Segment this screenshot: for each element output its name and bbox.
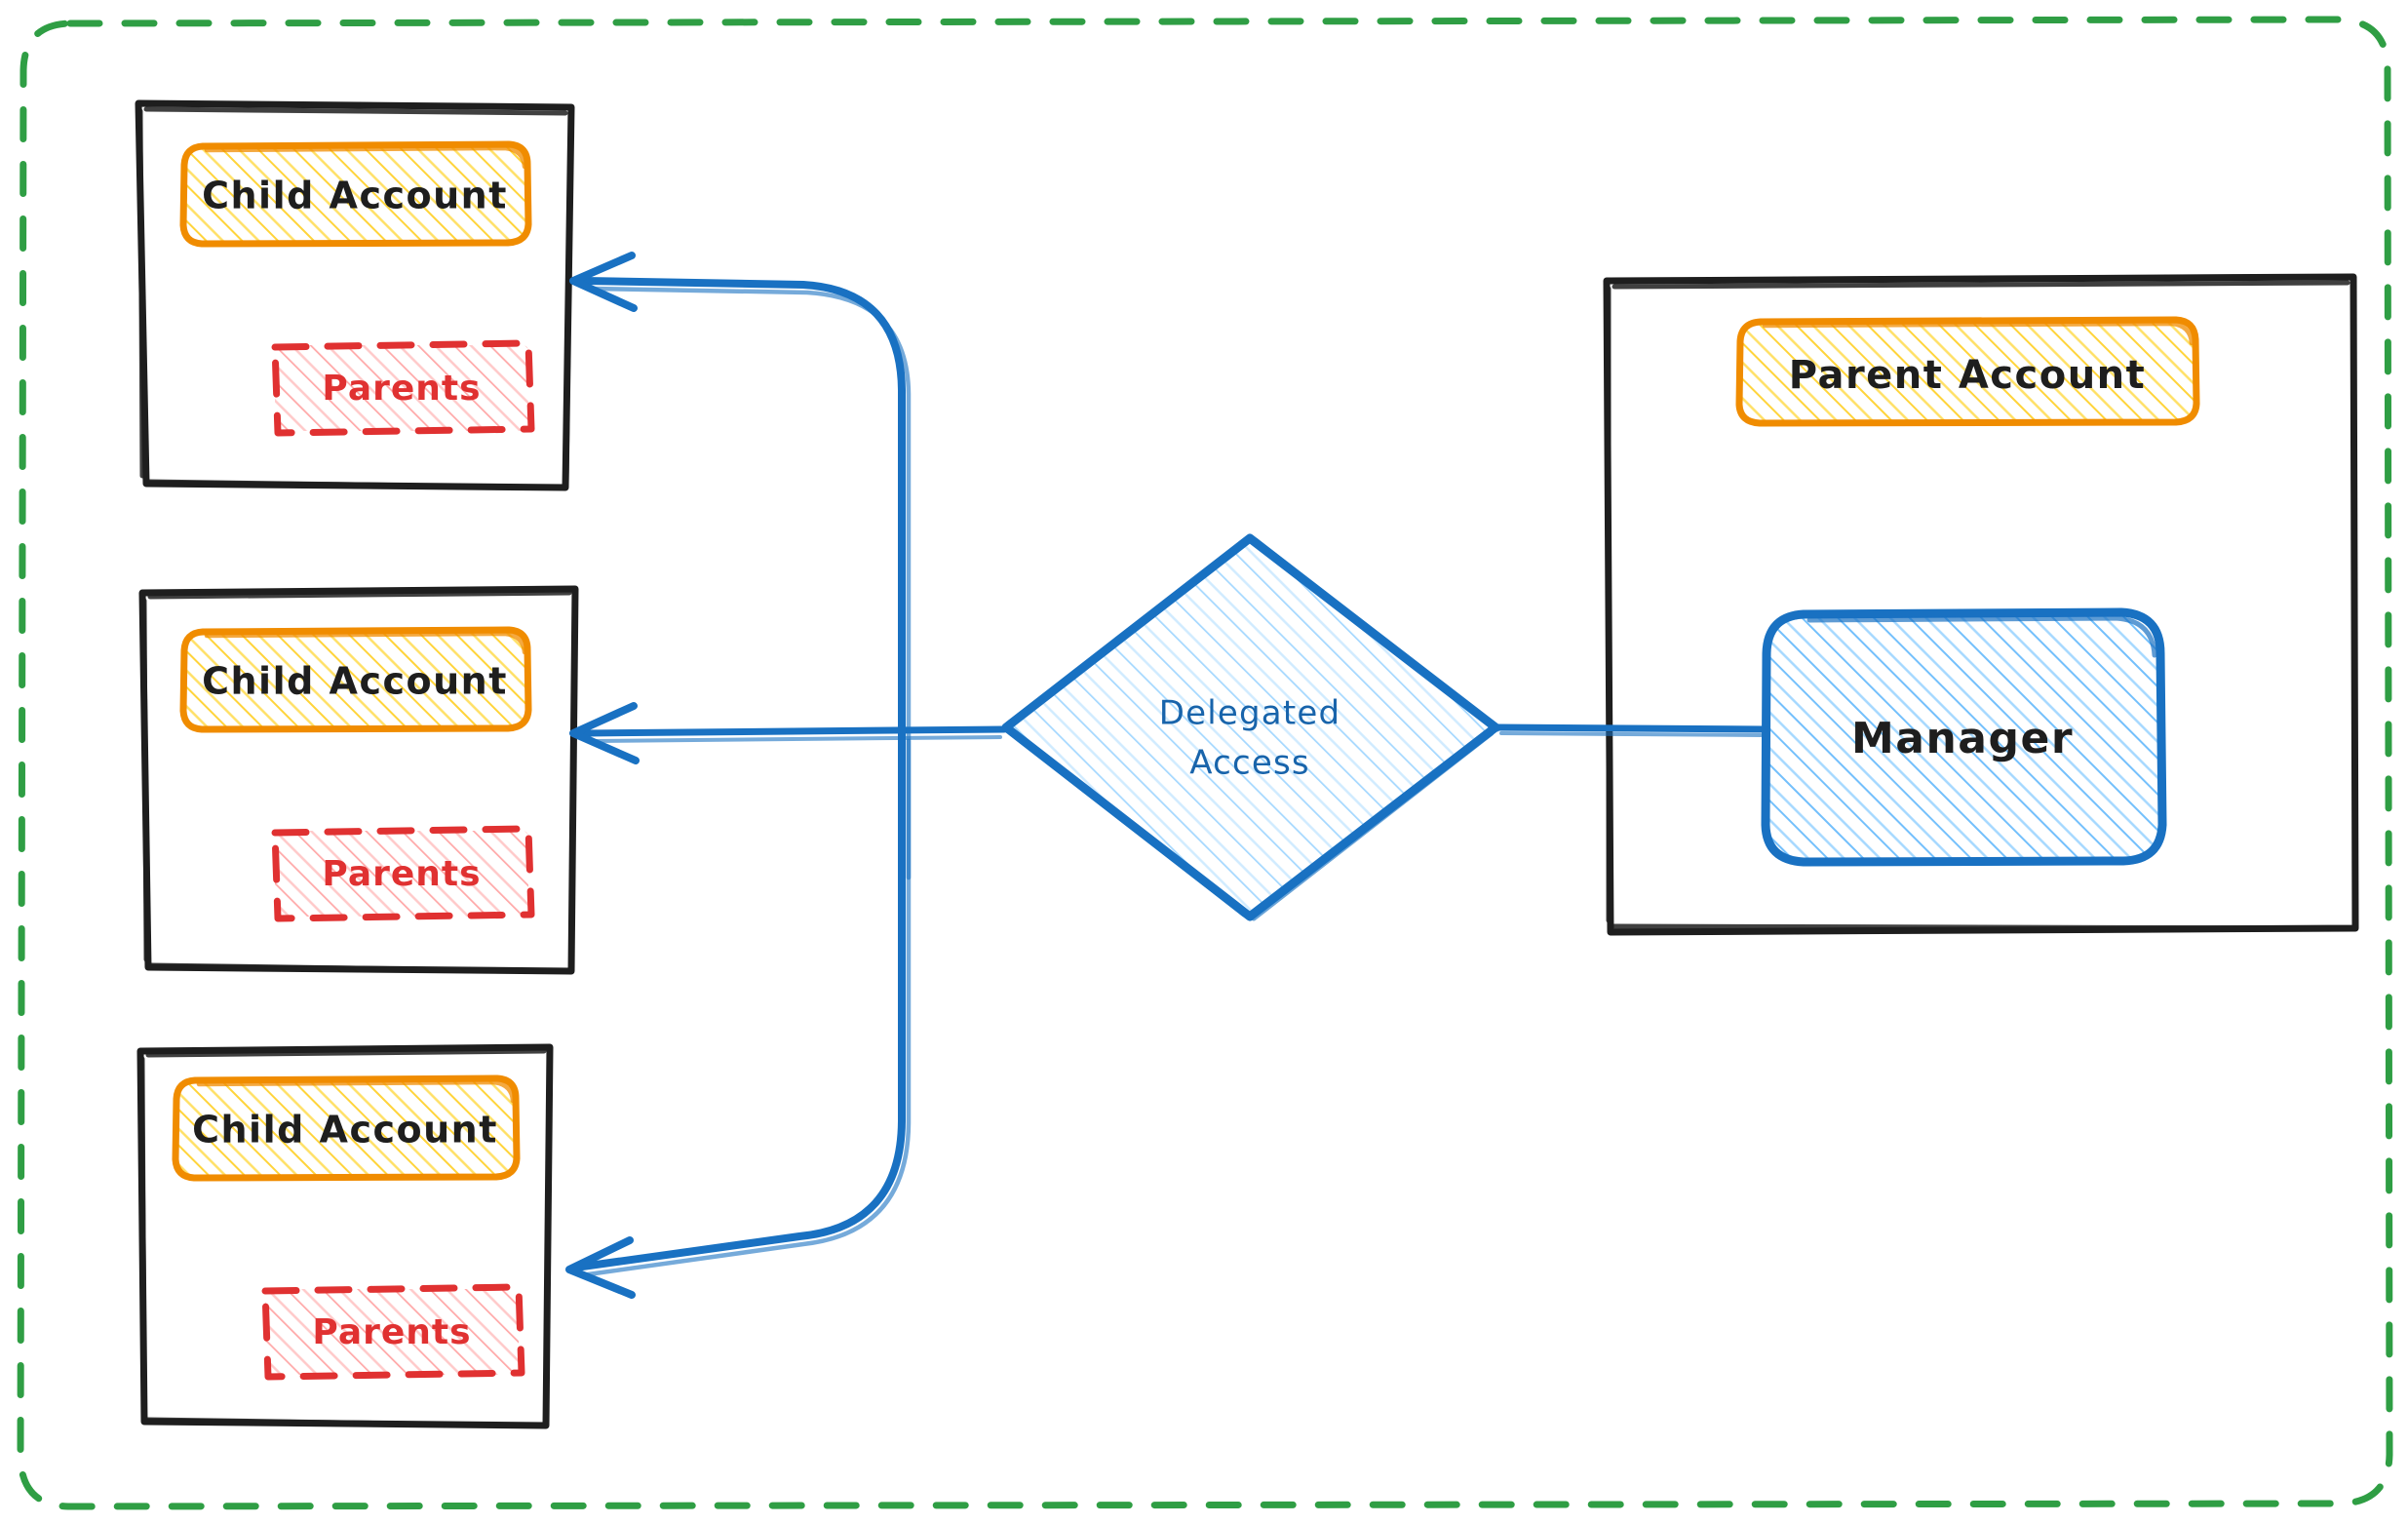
child-account-container-3[interactable]: Child Account Parents xyxy=(136,1043,554,1429)
parent-account-label: Parent Account xyxy=(1789,353,2147,398)
parents-box-1[interactable]: Parents xyxy=(271,339,535,437)
parents-label-3: Parents xyxy=(312,1312,471,1352)
child-account-container-1[interactable]: Child Account Parents xyxy=(135,99,575,491)
parents-label-2: Parents xyxy=(322,854,481,894)
connector-diamond-to-child-1 xyxy=(569,252,912,881)
connector-diamond-to-child-3 xyxy=(565,725,912,1299)
manager-box[interactable]: Manager xyxy=(1761,607,2167,867)
child-account-box-3[interactable]: Child Account xyxy=(172,1075,521,1182)
parent-account-box[interactable]: Parent Account xyxy=(1735,316,2200,427)
manager-label: Manager xyxy=(1851,714,2074,763)
organization-boundary xyxy=(17,16,2393,1510)
child-account-box-2[interactable]: Child Account xyxy=(179,626,532,733)
parents-label-1: Parents xyxy=(322,369,481,409)
child-account-label-3: Child Account xyxy=(192,1109,498,1152)
connector-manager-to-diamond xyxy=(1494,723,1768,737)
child-account-box-1[interactable]: Child Account xyxy=(179,140,532,248)
connector-diamond-to-child-2 xyxy=(569,702,1008,764)
child-account-label-1: Child Account xyxy=(202,175,508,217)
child-account-container-2[interactable]: Child Account Parents xyxy=(138,585,579,975)
parent-account-container[interactable]: Parent Account Manager xyxy=(1603,273,2359,936)
parents-box-3[interactable]: Parents xyxy=(261,1283,525,1381)
delegated-access-diamond[interactable]: Delegated Access xyxy=(1001,533,1500,921)
delegated-access-label-line2: Access xyxy=(1189,744,1310,783)
delegated-access-label-line1: Delegated xyxy=(1159,694,1341,733)
child-account-label-2: Child Account xyxy=(202,660,508,703)
parents-box-2[interactable]: Parents xyxy=(271,825,535,922)
